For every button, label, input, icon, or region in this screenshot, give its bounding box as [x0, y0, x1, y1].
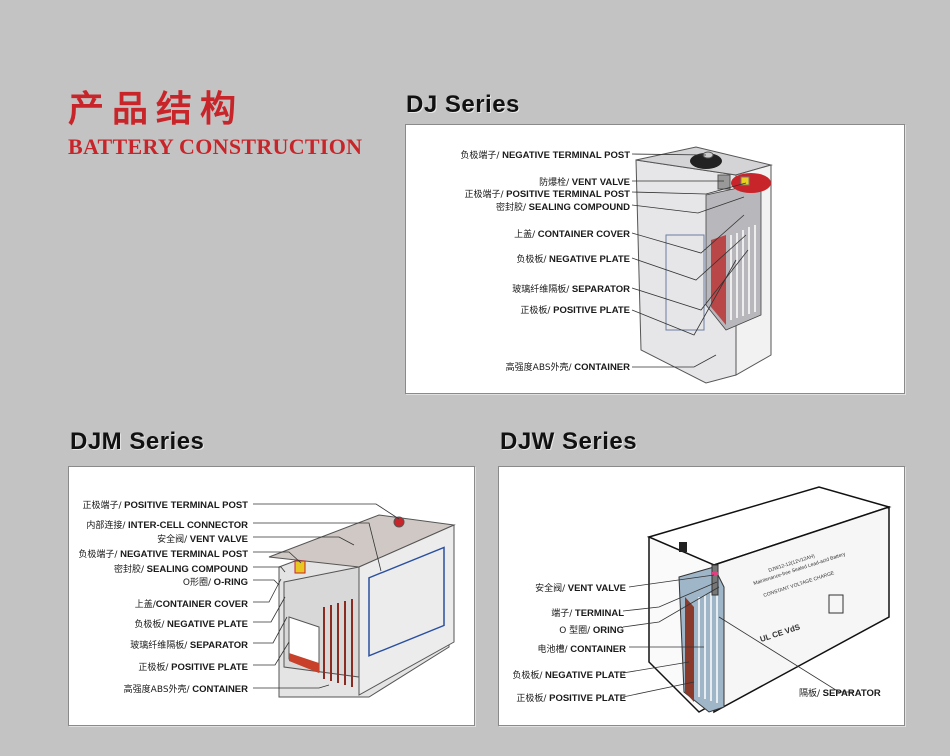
djw-label-positive-plate: 正极板/ POSITIVE PLATE [516, 693, 626, 704]
djm-label-separator: 玻璃纤维隔板/ SEPARATOR [130, 640, 248, 651]
dj-vent-valve [717, 174, 731, 190]
djm-series-title: DJM Series [70, 428, 205, 455]
djm-label-positive-plate: 正极板/ POSITIVE PLATE [138, 662, 248, 673]
dj-plates [730, 225, 756, 320]
djw-leader-lines [622, 574, 854, 698]
djm-label-sealing-compound: 密封胶/ SEALING COMPOUND [113, 564, 248, 575]
dj-negative-terminal [690, 153, 722, 169]
djm-plates [323, 599, 353, 687]
djm-battery-illustration [253, 503, 456, 698]
dj-battery-illustration [631, 146, 773, 384]
djm-series-diagram-panel: 正极端子/ POSITIVE TERMINAL POST 内部连接/ INTER… [68, 466, 475, 726]
djm-leader-lines [253, 503, 400, 689]
dj-label-negative-plate: 负极板/ NEGATIVE PLATE [516, 254, 630, 265]
djm-positive-terminal [393, 516, 405, 528]
djm-label-container-cover: 上盖/CONTAINER COVER [134, 599, 248, 610]
djw-series-diagram-panel: DJW12-12(12V12AH) Maintenance-free Seale… [498, 466, 905, 726]
dj-label-separator: 玻璃纤维隔板/ SEPARATOR [512, 284, 630, 295]
djm-red-strip [289, 653, 319, 673]
djm-label-positive-terminal-post: 正极端子/ POSITIVE TERMINAL POST [82, 500, 248, 511]
djw-label-oring: O 型圈/ ORING [559, 625, 624, 636]
djw-label-container: 电池槽/ CONTAINER [537, 644, 626, 655]
dj-red-plate [711, 235, 726, 325]
dj-label-container: 高强度ABS外壳/ CONTAINER [505, 362, 630, 373]
djm-label-vent-valve: 安全阀/ VENT VALVE [157, 534, 248, 545]
djw-label-vent-valve: 安全阀/ VENT VALVE [535, 583, 626, 594]
dj-label-negative-terminal-post: 负极端子/ NEGATIVE TERMINAL POST [460, 150, 630, 161]
dj-label-positive-terminal-post: 正极端子/ POSITIVE TERMINAL POST [464, 189, 630, 200]
djw-label-negative-plate: 负极板/ NEGATIVE PLATE [512, 670, 626, 681]
djw-red-plate [685, 597, 694, 702]
page-title-chinese: 产品结构 [68, 89, 245, 130]
djw-label-terminal: 端子/ TERMINAL [551, 608, 624, 619]
dj-series-diagram-panel: 负极端子/ NEGATIVE TERMINAL POST 防爆栓/ VENT V… [405, 124, 905, 394]
dj-label-container-cover: 上盖/ CONTAINER COVER [514, 229, 630, 240]
djm-label-inter-cell-connector: 内部连接/ INTER-CELL CONNECTOR [86, 520, 248, 531]
dj-series-title: DJ Series [406, 91, 520, 118]
djw-series-title: DJW Series [500, 428, 638, 455]
dj-leader-lines [631, 153, 749, 368]
dj-positive-terminal [731, 173, 771, 193]
djw-battery-illustration: DJW12-12(12V12AH) Maintenance-free Seale… [622, 486, 892, 714]
djw-terminal [711, 564, 719, 596]
djm-label-container: 高强度ABS外壳/ CONTAINER [123, 684, 248, 695]
recycle-pb-icon [828, 594, 844, 614]
page-title-english: BATTERY CONSTRUCTION [68, 134, 363, 159]
djm-label-negative-plate: 负极板/ NEGATIVE PLATE [134, 619, 248, 630]
djm-label-o-ring: O形圈/ O-RING [182, 577, 248, 588]
djm-negative-terminal [294, 560, 306, 574]
dj-label-positive-plate: 正极板/ POSITIVE PLATE [520, 305, 630, 316]
djm-label-negative-terminal-post: 负极端子/ NEGATIVE TERMINAL POST [78, 549, 248, 560]
djw-label-separator: 隔板/ SEPARATOR [799, 688, 881, 699]
dj-label-sealing-compound: 密封胶/ SEALING COMPOUND [495, 202, 630, 213]
dj-label-vent-valve: 防爆栓/ VENT VALVE [539, 177, 630, 188]
